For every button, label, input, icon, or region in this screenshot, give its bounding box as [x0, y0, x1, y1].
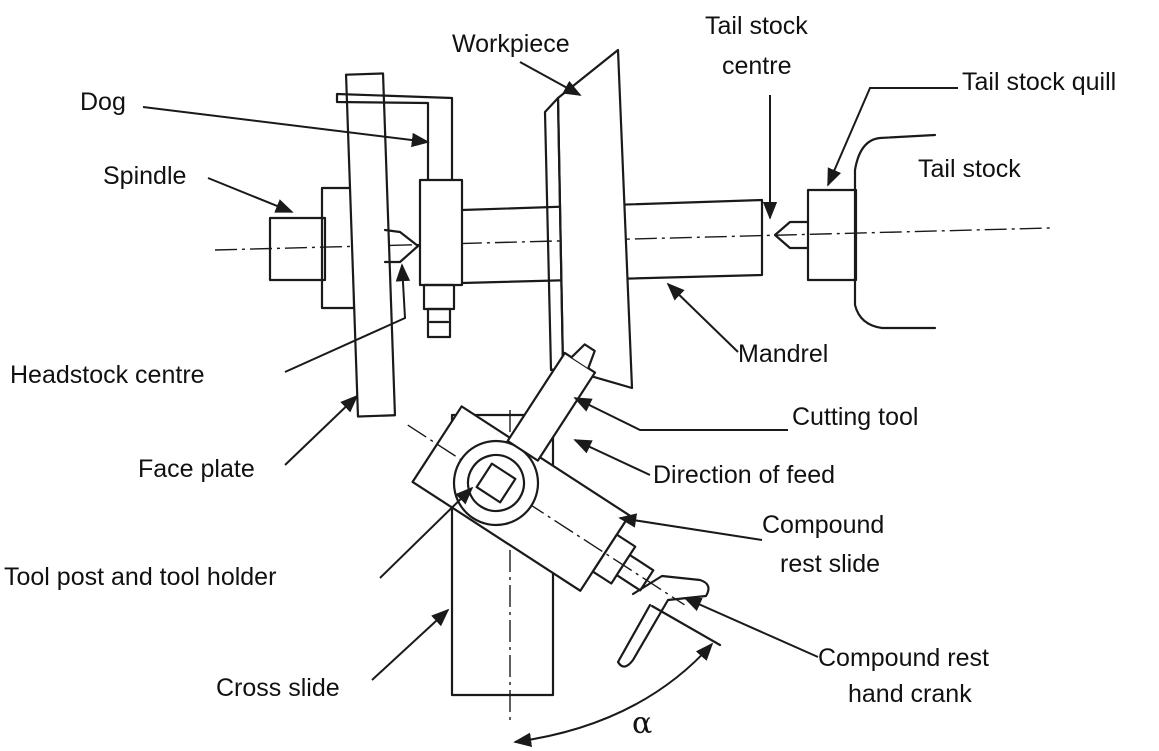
label-tail-stock: Tail stock — [918, 155, 1021, 183]
label-compound-rest-slide-line2: rest slide — [780, 550, 880, 578]
tail-stock-centre — [773, 220, 810, 250]
headstock-centre — [383, 228, 420, 264]
angle-alpha-label: α — [632, 706, 652, 741]
leader-compound-rest-crank — [683, 597, 819, 658]
leader-workpiece — [519, 61, 582, 96]
leader-spindle — [207, 177, 294, 213]
leader-headstock-centre — [284, 263, 411, 373]
leader-direction-of-feed — [573, 439, 651, 476]
angle-arc — [513, 642, 714, 747]
label-workpiece: Workpiece — [452, 30, 570, 58]
label-dog: Dog — [80, 88, 126, 116]
leader-compound-rest-slide — [618, 513, 763, 541]
label-cross-slide: Cross slide — [216, 674, 340, 702]
label-spindle: Spindle — [103, 162, 186, 190]
leader-tool-post — [379, 486, 474, 579]
label-compound-rest-slide-line1: Compound — [762, 511, 884, 539]
leader-face-plate — [284, 394, 359, 466]
label-headstock-centre: Headstock centre — [10, 361, 205, 389]
tail-stock — [853, 133, 937, 330]
label-direction-of-feed: Direction of feed — [653, 461, 835, 489]
leader-cross-slide — [371, 608, 450, 681]
label-tail-stock-centre-line2: centre — [722, 52, 791, 80]
tail-stock-quill — [806, 188, 858, 282]
workpiece — [543, 48, 634, 390]
label-face-plate: Face plate — [138, 455, 255, 483]
leader-mandrel — [666, 282, 739, 353]
center-axis-line — [214, 227, 1051, 251]
face-plate — [344, 72, 397, 418]
dog — [335, 92, 464, 339]
leader-dog — [142, 106, 430, 148]
label-tail-stock-quill: Tail stock quill — [962, 68, 1116, 96]
cutting-tool — [506, 343, 597, 462]
label-compound-rest-crank-line1: Compound rest — [818, 644, 989, 672]
leader-cutting-tool — [573, 397, 788, 431]
leader-tail-stock-quill — [827, 87, 958, 187]
label-tail-stock-centre-line1: Tail stock — [705, 12, 808, 40]
label-cutting-tool: Cutting tool — [792, 403, 918, 431]
label-compound-rest-crank-line2: hand crank — [848, 680, 972, 708]
compound-rest-hand-crank — [616, 574, 710, 668]
label-mandrel: Mandrel — [738, 340, 828, 368]
label-tool-post: Tool post and tool holder — [4, 563, 276, 591]
angle-reference-line — [650, 604, 722, 647]
